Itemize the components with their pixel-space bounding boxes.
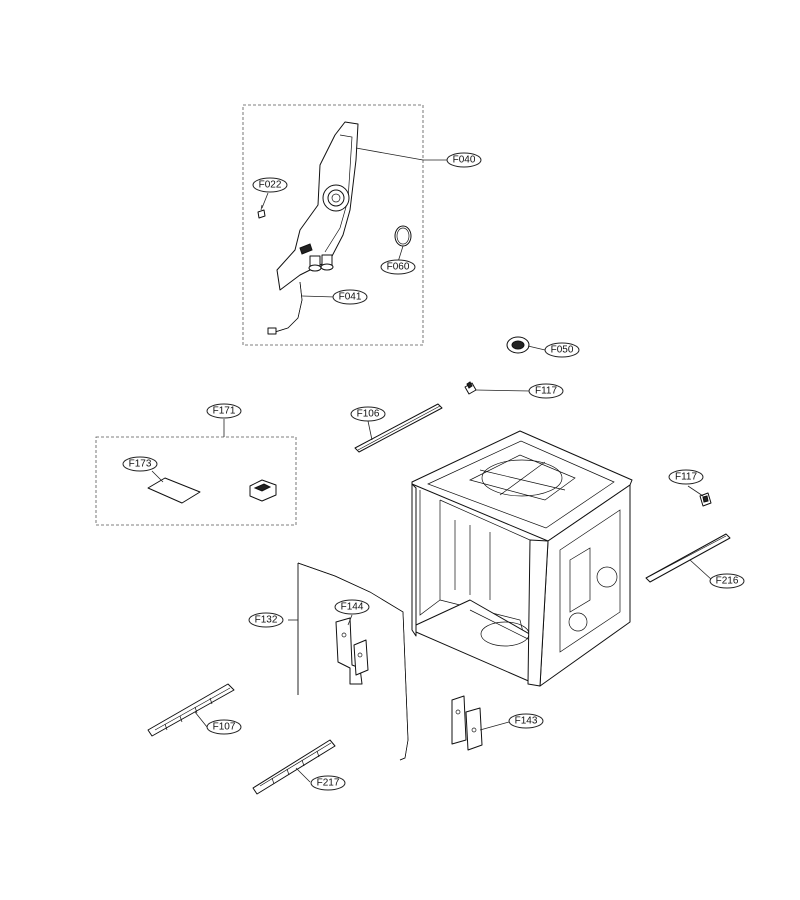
callout-label-f144: F144	[341, 602, 364, 613]
callout-label-f143: F143	[515, 716, 538, 727]
callout-label-f106: F106	[357, 409, 380, 420]
hinge-part-left	[335, 617, 369, 685]
door-gasket-part	[297, 562, 409, 761]
callout-label-f040: F040	[453, 155, 476, 166]
lower-rail-part-right	[252, 739, 336, 795]
o-ring-part	[394, 225, 412, 247]
hose-part	[267, 281, 303, 335]
callout-f171: F171	[206, 403, 242, 419]
right-rail-part	[645, 533, 731, 583]
leader-lines	[151, 147, 713, 783]
clip-part-top	[464, 381, 477, 395]
callout-f041: F041	[332, 289, 368, 305]
callout-label-f022: F022	[259, 180, 282, 191]
callout-label-f117-right: F117	[675, 472, 697, 483]
callout-f040: F040	[446, 152, 482, 168]
callout-f106: F106	[350, 406, 386, 422]
hinge-part-right	[451, 695, 483, 751]
callout-label-f041: F041	[339, 292, 362, 303]
lower-rail-part-left	[147, 683, 235, 737]
callout-f107: F107	[206, 719, 242, 735]
callout-f117-right: F117	[668, 469, 704, 485]
callout-label-f132: F132	[255, 615, 278, 626]
callout-f050: F050	[544, 342, 580, 358]
callout-f022: F022	[252, 177, 288, 193]
callout-f060: F060	[380, 259, 416, 275]
callout-f173: F173	[122, 456, 158, 472]
callout-label-f217: F217	[317, 778, 340, 789]
callout-f144: F144	[334, 599, 370, 615]
callout-label-f216: F216	[716, 576, 739, 587]
callout-label-f173: F173	[129, 459, 152, 470]
duct-plate-part	[276, 121, 359, 291]
callout-f216: F216	[709, 573, 745, 589]
cap-part	[506, 336, 530, 354]
callout-label-f171: F171	[213, 406, 236, 417]
callout-label-f117-top: F117	[535, 386, 557, 397]
callout-label-f060: F060	[387, 262, 410, 273]
callout-f132: F132	[248, 612, 284, 628]
callout-f217: F217	[310, 775, 346, 791]
tub-body-part	[411, 430, 633, 687]
screw-part	[257, 204, 266, 219]
callout-label-f107: F107	[213, 722, 236, 733]
manual-sheet-part	[147, 477, 201, 504]
group-box-f171	[95, 436, 297, 526]
clip-kit-part	[249, 479, 277, 502]
callout-label-f050: F050	[551, 345, 574, 356]
group-box-f040	[242, 104, 424, 346]
callout-f117-top: F117	[528, 383, 564, 399]
top-strip-part	[354, 403, 443, 453]
callout-f143: F143	[508, 713, 544, 729]
